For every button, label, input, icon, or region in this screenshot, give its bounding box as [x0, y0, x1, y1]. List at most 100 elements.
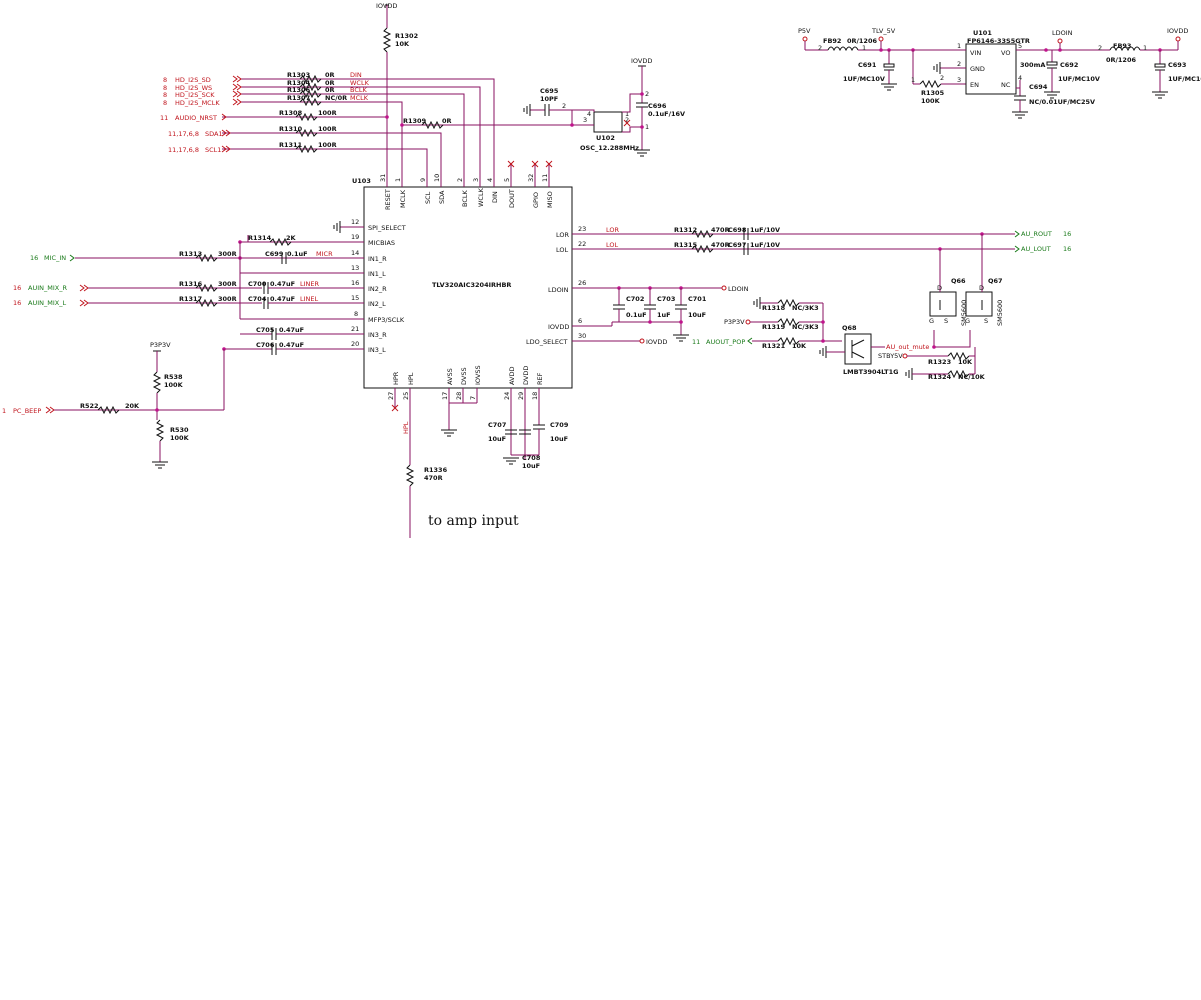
u103-ref: U103 [352, 177, 371, 185]
r1304-ref: R1304 [287, 79, 311, 87]
pin-num-23: 23 [578, 225, 586, 233]
pin-in3-r: IN3_R [368, 331, 387, 339]
pin-num-4: 4 [486, 178, 494, 182]
input-block: R1314 2K 16 MIC_IN R1313 300R C699 0.1uF… [13, 234, 333, 355]
u101-nc: NC [1001, 81, 1011, 89]
output-block: LOR R1312 470R C698 1uF/10V AU_ROUT 16 L… [606, 226, 1071, 255]
beep-sheet: 1 [2, 407, 6, 415]
c704-value: 0.47uF [270, 295, 295, 303]
pin-hpl: HPL [407, 372, 415, 385]
mic-in-label: MIC_IN [44, 254, 66, 262]
pin-num-25: 25 [402, 392, 410, 400]
pin-num-21: 21 [351, 325, 359, 333]
p5v-label: P5V [798, 27, 811, 35]
net-micr: MICR [316, 250, 333, 258]
c705-ref: C705 [256, 326, 275, 334]
pin-num-16: 16 [351, 279, 359, 287]
pin-din: DIN [491, 191, 499, 203]
u101-vo: VO [1001, 49, 1010, 57]
r1323-ref: R1323 [928, 358, 951, 366]
fb92-ref: FB92 [823, 37, 841, 45]
c707-ref: C707 [488, 421, 506, 429]
pin-ldoin: LDOIN [548, 286, 569, 294]
c696-pin2: 2 [645, 90, 649, 98]
fb92-pin2: 2 [818, 44, 822, 52]
auout-pop-label: AUOUT_POP [706, 338, 745, 346]
u103-right-pins: 23 LOR 22 LOL 26 LDOIN 6 IOVDD 30 LDO_SE… [526, 225, 1015, 346]
r1309-value: 0R [442, 117, 452, 125]
c699-value: 0.1uF [287, 250, 308, 258]
c701-ref: C701 [688, 295, 707, 303]
auout-pop-sheet: 11 [692, 338, 700, 346]
r1323-value: 10K [958, 358, 973, 366]
mic-in-sheet: 16 [30, 254, 38, 262]
r538-ref: R538 [164, 373, 183, 381]
u101-vin: VIN [970, 49, 981, 57]
r1304-value: 0R [325, 79, 335, 87]
pin-num-27: 27 [387, 392, 395, 400]
pin-scl: SCL [424, 191, 432, 204]
nrst-label: AUDIO_NRST [175, 114, 217, 122]
r1307-value: NC/0R [325, 94, 347, 102]
r1319-ref: R1319 [762, 323, 786, 331]
r1324-ref: R1324 [928, 373, 952, 381]
pin-num-29: 29 [517, 392, 525, 400]
regulator-block: P5V FB92 0R/1206 2 1 TLV_5V C691 1UF/MC1… [798, 27, 1201, 119]
beep-label: PC_BEEP [13, 407, 41, 415]
scl1-label: SCL1 [205, 146, 221, 154]
c697-ref: C697 [728, 241, 746, 249]
r1305-pin2: 2 [940, 74, 944, 82]
pin-dvdd: DVDD [522, 366, 530, 385]
r522-ref: R522 [80, 402, 99, 410]
q67-ref: Q67 [988, 277, 1003, 285]
hd-ws-sheet: 8 [163, 84, 167, 92]
r1315-value: 470R [711, 241, 730, 249]
r1312-ref: R1312 [674, 226, 697, 234]
r1311-ref: R1311 [279, 141, 303, 149]
u101-en: EN [970, 81, 979, 89]
au-lout-label: AU_LOUT [1021, 245, 1051, 253]
ldoin-label-cap: LDOIN [728, 285, 749, 293]
u101-pin2: 2 [957, 60, 961, 68]
r1336-value: 470R [424, 474, 443, 482]
hd-ws-label: HD_I2S_WS [175, 84, 212, 92]
c693-value: 1UF/MC10V [1168, 75, 1201, 83]
q66-gate: G [929, 317, 934, 325]
r1311-value: 100R [318, 141, 337, 149]
sda1-sheet: 11,17,6,8 [168, 130, 199, 138]
net-hpl: HPL [402, 421, 410, 434]
c696-pin1: 1 [645, 123, 649, 131]
r1305-value: 100K [921, 97, 941, 105]
osc-pin2: 2 [625, 116, 629, 124]
r1321-value: 10K [792, 342, 807, 350]
nrst-sheet: 11 [160, 114, 168, 122]
pin-num-22: 22 [578, 240, 586, 248]
r1324-value: NC/10K [958, 373, 986, 381]
pin-micbias: MICBIAS [368, 239, 395, 247]
scl1-sheet: 11,17,6,8 [168, 146, 199, 154]
aux-r-label: AUIN_MIX_R [28, 284, 67, 292]
r1312-value: 470R [711, 226, 730, 234]
c699-ref: C699 [265, 250, 284, 258]
pin-num-14: 14 [351, 249, 359, 257]
r1306-value: 0R [325, 86, 335, 94]
u103-left-pins: 12 SPI_SELECT 19 MICBIAS 14 IN1_R 13 IN1… [240, 218, 406, 354]
r1314-value: 2K [286, 234, 297, 242]
hd-mclk-label: HD_I2S_MCLK [175, 99, 220, 107]
r1315-ref: R1315 [674, 241, 698, 249]
r1314-ref: R1314 [248, 234, 272, 242]
pin-num-20: 20 [351, 340, 359, 348]
r1316-value: 300R [218, 280, 237, 288]
u101-pin4: 4 [1018, 74, 1022, 82]
r1303-value: 0R [325, 71, 335, 79]
c703-ref: C703 [657, 295, 675, 303]
c694-ref: C694 [1029, 83, 1048, 91]
pin-lor: LOR [556, 231, 570, 239]
c698-value: 1uF/10V [750, 226, 780, 234]
pin-num-7: 7 [469, 396, 477, 400]
hd-i2s-group: 8 HD_I2S_SD R1303 0R DIN 8 HD_I2S_WS R13… [163, 71, 495, 160]
c696-value: 0.1uF/16V [648, 110, 685, 118]
pin-num-8: 8 [354, 310, 358, 318]
pin-avss: AVSS [446, 368, 454, 385]
